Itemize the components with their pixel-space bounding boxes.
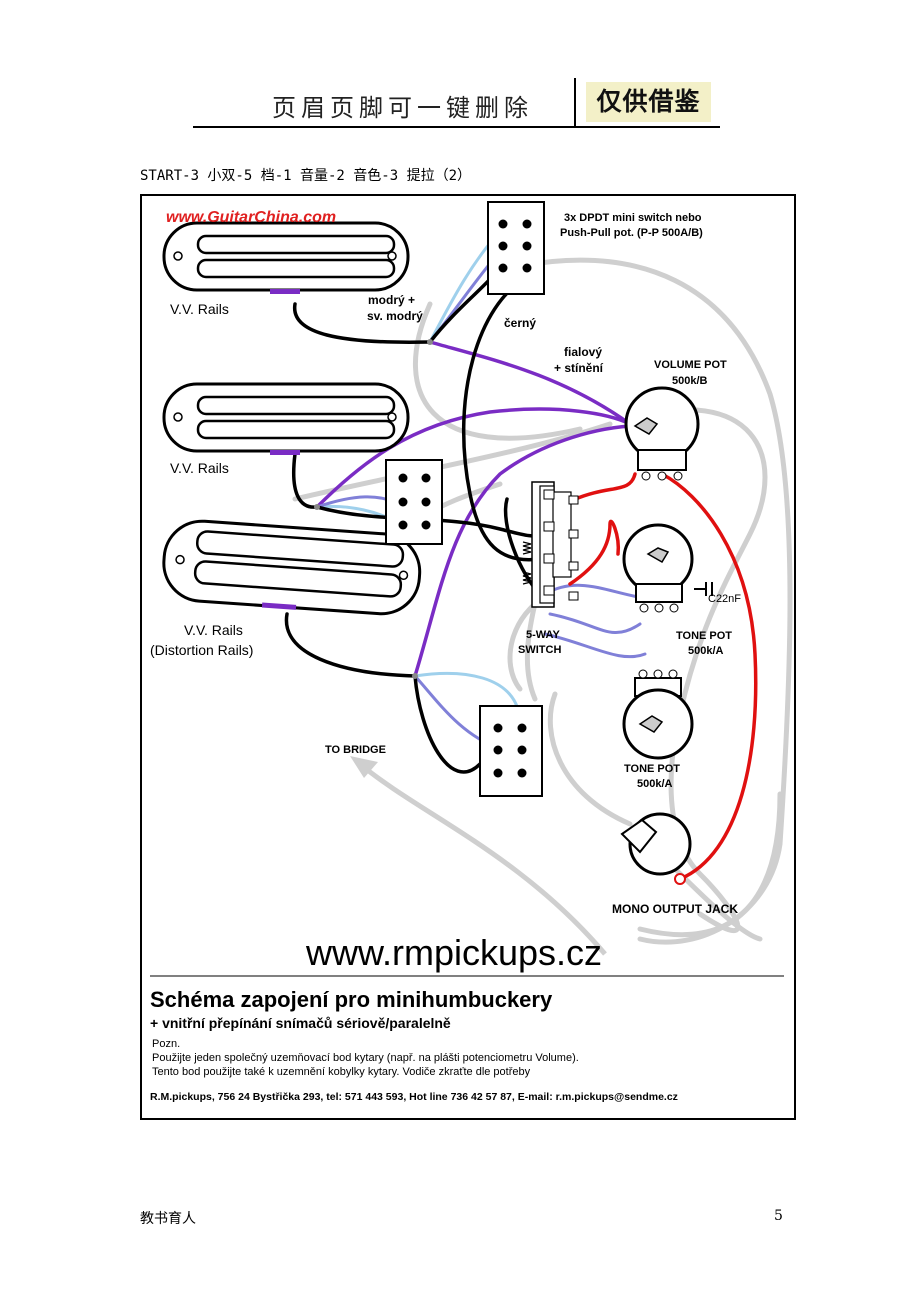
site-top: www.GuitarChina.com xyxy=(166,209,336,226)
footer-left: 教书育人 xyxy=(140,1211,196,1227)
tone-pot-b-label-1: TONE POT xyxy=(624,763,680,775)
violet-wires xyxy=(315,340,632,678)
volume-pot-label-2: 500k/B xyxy=(672,375,708,387)
header-divider xyxy=(574,78,576,128)
diagram-title: Schéma zapojení pro minihumbuckery xyxy=(150,987,553,1012)
site-bottom: www.rmpickups.cz xyxy=(305,932,602,973)
wire-label-black: černý xyxy=(504,316,536,330)
pickup-label-3: V.V. Rails xyxy=(184,622,243,638)
tone-pot-a-label-2: 500k/A xyxy=(688,645,724,657)
volume-pot-label-1: VOLUME POT xyxy=(654,359,727,371)
pickup-label-1: V.V. Rails xyxy=(170,301,229,317)
pickup-1 xyxy=(162,221,410,294)
page-number: 5 xyxy=(774,1208,783,1224)
pickup-2 xyxy=(162,382,410,455)
tone-pot-b-label-2: 500k/A xyxy=(637,778,673,790)
pickup-label-2: V.V. Rails xyxy=(170,460,229,476)
red-wires xyxy=(568,472,758,881)
note-1: Pozn. xyxy=(152,1038,180,1050)
dpdt-label-1: 3x DPDT mini switch nebo xyxy=(564,212,702,224)
wiring-diagram: www.GuitarChina.com 3x DPDT mini switch … xyxy=(140,194,796,1120)
tone-pot-a xyxy=(622,523,694,613)
dpdt-switch-3 xyxy=(479,705,543,797)
dpdt-label-2: Push-Pull pot. (P-P 500A/B) xyxy=(560,227,703,239)
pickup-label-3-sub: (Distortion Rails) xyxy=(150,642,253,658)
header-text: 页眉页脚可一键删除 xyxy=(272,94,533,122)
wire-label-blue-2: sv. modrý xyxy=(367,309,423,323)
pickup-3 xyxy=(162,519,422,616)
dpdt-switch-2 xyxy=(385,459,443,545)
output-jack xyxy=(620,812,692,885)
switch-label-2: SWITCH xyxy=(518,644,561,656)
wire-label-violet-1: fialový xyxy=(564,345,602,359)
jack-label: MONO OUTPUT JACK xyxy=(612,902,738,916)
to-bridge-arrow xyxy=(358,762,607,956)
note-2: Použijte jeden společný uzemňovací bod k… xyxy=(152,1052,579,1064)
black-wires xyxy=(284,262,547,776)
header-badge: 仅供借鉴 xyxy=(586,82,711,122)
cap-label: C22nF xyxy=(708,593,741,605)
tone-pot-b xyxy=(622,669,694,760)
wire-label-violet-2: + stínění xyxy=(554,361,604,375)
to-bridge-label: TO BRIDGE xyxy=(325,744,386,756)
five-way-switch xyxy=(522,481,579,608)
volume-pot xyxy=(624,386,700,481)
tone-pot-a-label-1: TONE POT xyxy=(676,630,732,642)
junctions xyxy=(314,339,433,679)
diagram-frame xyxy=(140,194,796,1120)
capacitor xyxy=(694,582,713,596)
wire-label-blue-1: modrý + xyxy=(368,293,415,307)
dpdt-switch-1 xyxy=(487,201,545,295)
contact-line: R.M.pickups, 756 24 Bystřička 293, tel: … xyxy=(150,1091,678,1103)
diagram-subtitle: + vnitřní přepínání snímačů sériově/para… xyxy=(150,1015,451,1031)
header-rule xyxy=(193,126,720,128)
switch-label-1: 5-WAY xyxy=(526,629,560,641)
caption: START-3 小双-5 档-1 音量-2 音色-3 提拉（2） xyxy=(140,168,472,184)
note-3: Tento bod použijte také k uzemnění kobyl… xyxy=(152,1066,531,1078)
